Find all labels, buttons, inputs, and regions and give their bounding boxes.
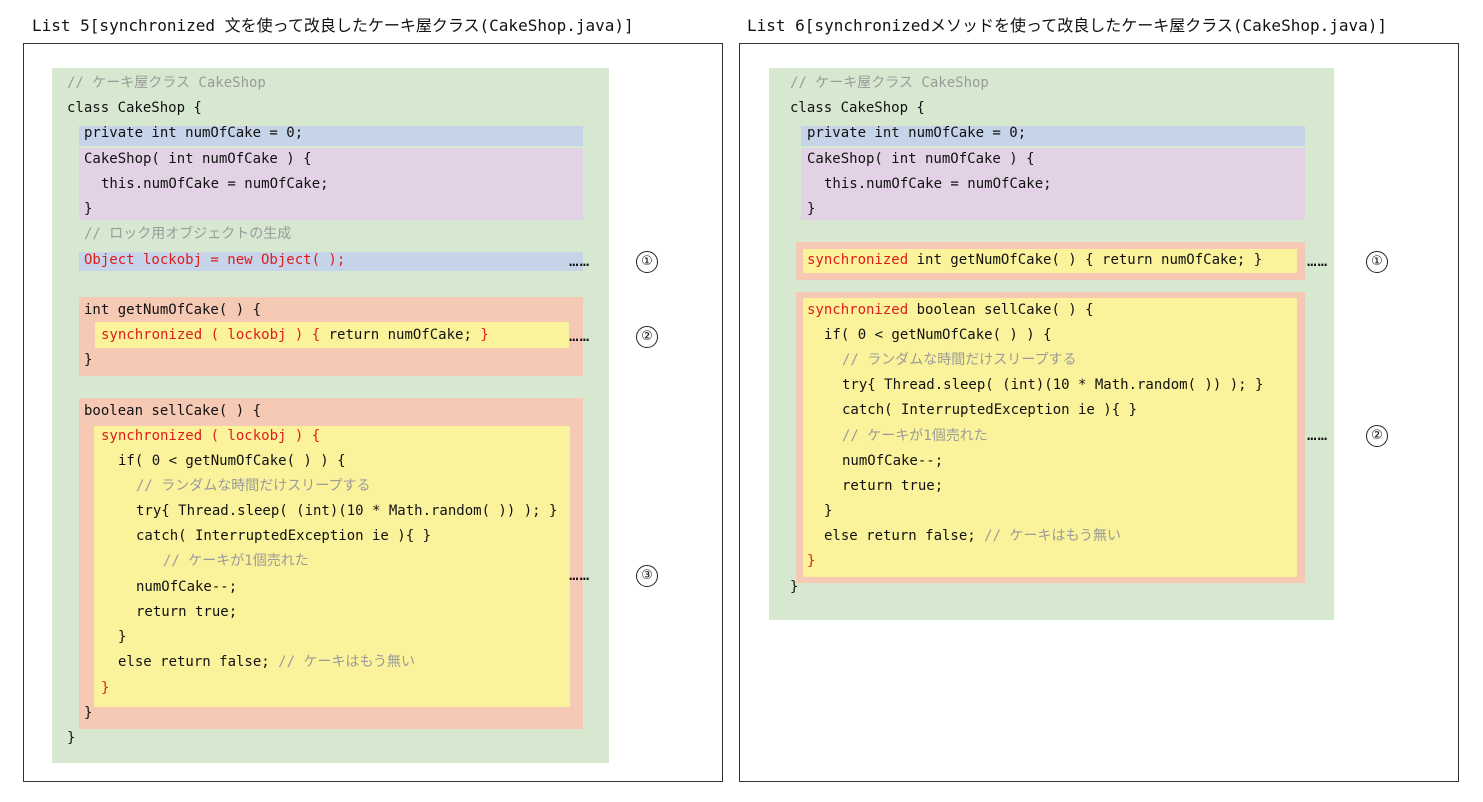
code-comment: // ケーキはもう無い <box>984 528 1122 544</box>
leader-dots: …… <box>569 251 591 270</box>
code-text: boolean sellCake( ) { <box>908 302 1094 318</box>
code-line: CakeShop( int numOfCake ) { <box>84 151 312 167</box>
code-line: synchronized int getNumOfCake( ) { retur… <box>807 248 1262 273</box>
code-comment: // ランダムな時間だけスリープする <box>842 352 1077 368</box>
list6-title: List 6[synchronizedメソッドを使って改良したケーキ屋クラス(C… <box>747 16 1388 35</box>
code-comment: // ケーキ屋クラス CakeShop <box>790 75 989 91</box>
code-comment: // ケーキはもう無い <box>278 654 416 670</box>
code-line: int getNumOfCake( ) { <box>84 302 262 318</box>
code-line: numOfCake--; <box>136 579 238 595</box>
code-line: try{ Thread.sleep( (int)(10 * Math.rando… <box>136 503 558 519</box>
code-line: if( 0 < getNumOfCake( ) ) { <box>118 453 346 469</box>
code-line: } <box>790 579 799 595</box>
code-line: CakeShop( int numOfCake ) { <box>807 151 1035 167</box>
sync-statement-block <box>95 322 569 348</box>
code-line: } <box>84 705 93 721</box>
list5-title: List 5[synchronized 文を使って改良したケーキ屋クラス(Cak… <box>32 16 634 35</box>
code-line: } <box>807 553 816 569</box>
lockobj-block <box>79 252 583 271</box>
code-line: } <box>118 629 127 645</box>
code-comment: // ランダムな時間だけスリープする <box>136 478 371 494</box>
code-line: class CakeShop { <box>67 100 202 116</box>
leader-dots: …… <box>569 326 591 345</box>
marker-2: ② <box>1366 425 1388 447</box>
code-line: if( 0 < getNumOfCake( ) ) { <box>824 327 1052 343</box>
sync-statement-block <box>94 426 570 707</box>
code-text: else return false; <box>824 528 985 544</box>
code-comment: // ロック用オブジェクトの生成 <box>84 226 292 242</box>
code-text: int getNumOfCake( ) { return numOfCake; … <box>908 252 1263 268</box>
code-line: private int numOfCake = 0; <box>84 125 304 141</box>
marker-1: ① <box>1366 251 1388 273</box>
code-comment: // ケーキ屋クラス CakeShop <box>67 75 266 91</box>
code-line: numOfCake--; <box>842 453 944 469</box>
code-comment: // ケーキが1個売れた <box>842 428 988 444</box>
code-line: } <box>84 352 93 368</box>
code-line: else return false; // ケーキはもう無い <box>824 524 1121 549</box>
code-text: else return false; <box>118 654 279 670</box>
marker-1: ① <box>636 251 658 273</box>
code-text: return numOfCake; <box>320 327 481 343</box>
leader-dots: …… <box>1307 425 1329 444</box>
constructor-block <box>79 148 583 220</box>
code-line: } <box>101 680 110 696</box>
leader-dots: …… <box>1307 251 1329 270</box>
code-line: } <box>824 503 833 519</box>
code-line: try{ Thread.sleep( (int)(10 * Math.rando… <box>842 377 1264 393</box>
code-line: private int numOfCake = 0; <box>807 125 1027 141</box>
code-line: catch( InterruptedException ie ){ } <box>842 402 1138 418</box>
keyword: } <box>480 327 489 343</box>
code-line: Object lockobj = new Object( ); <box>84 252 346 268</box>
keyword: synchronized ( lockobj ) { <box>101 327 321 343</box>
leader-dots: …… <box>569 565 591 584</box>
code-comment: // ケーキが1個売れた <box>163 553 309 569</box>
sync-method-block <box>803 249 1297 273</box>
code-line: } <box>67 730 76 746</box>
field-block <box>801 126 1305 146</box>
keyword: synchronized <box>807 252 909 268</box>
code-line: synchronized ( lockobj ) { <box>101 428 321 444</box>
code-line: synchronized ( lockobj ) { return numOfC… <box>101 323 489 348</box>
code-line: return true; <box>842 478 944 494</box>
field-block <box>79 126 583 146</box>
marker-2: ② <box>636 326 658 348</box>
code-line: synchronized boolean sellCake( ) { <box>807 298 1094 323</box>
code-line: else return false; // ケーキはもう無い <box>118 650 415 675</box>
code-line: this.numOfCake = numOfCake; <box>101 176 329 192</box>
sync-method-block <box>803 298 1297 577</box>
code-line: return true; <box>136 604 238 620</box>
code-line: boolean sellCake( ) { <box>84 403 262 419</box>
code-line: catch( InterruptedException ie ){ } <box>136 528 432 544</box>
keyword: synchronized <box>807 302 909 318</box>
marker-3: ③ <box>636 565 658 587</box>
code-line: } <box>807 201 816 217</box>
code-line: } <box>84 201 93 217</box>
code-line: class CakeShop { <box>790 100 925 116</box>
code-line: this.numOfCake = numOfCake; <box>824 176 1052 192</box>
constructor-block <box>801 148 1305 220</box>
